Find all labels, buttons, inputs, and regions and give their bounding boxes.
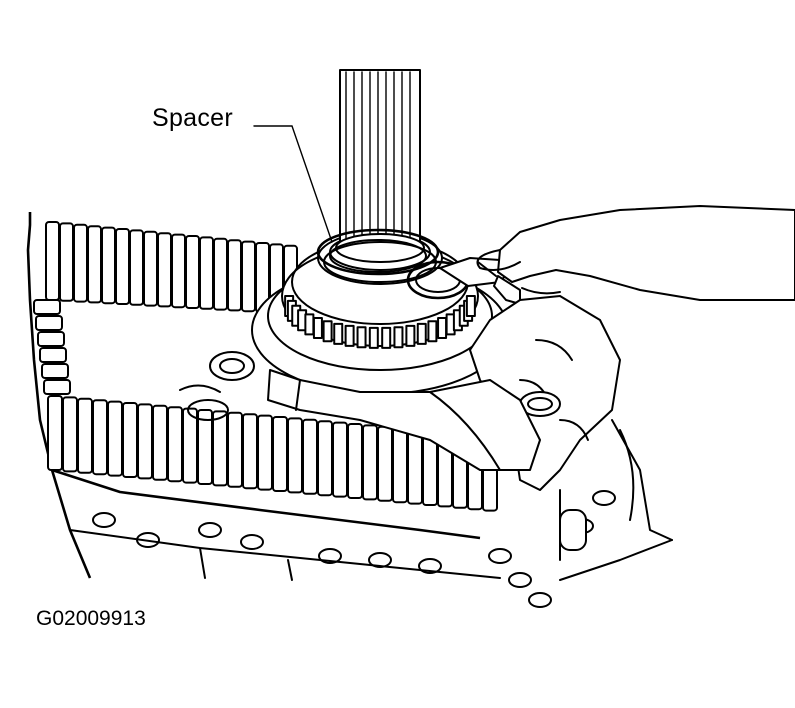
drive-chain-upper (46, 222, 297, 314)
spacer-leader-line (254, 126, 332, 242)
flange-bolt-holes (93, 491, 615, 607)
hand-upper (478, 206, 795, 300)
spacer-callout-label: Spacer (152, 106, 233, 131)
figure-id: G02009913 (36, 608, 146, 629)
drive-chain-left (34, 300, 70, 394)
output-shaft (324, 70, 436, 282)
